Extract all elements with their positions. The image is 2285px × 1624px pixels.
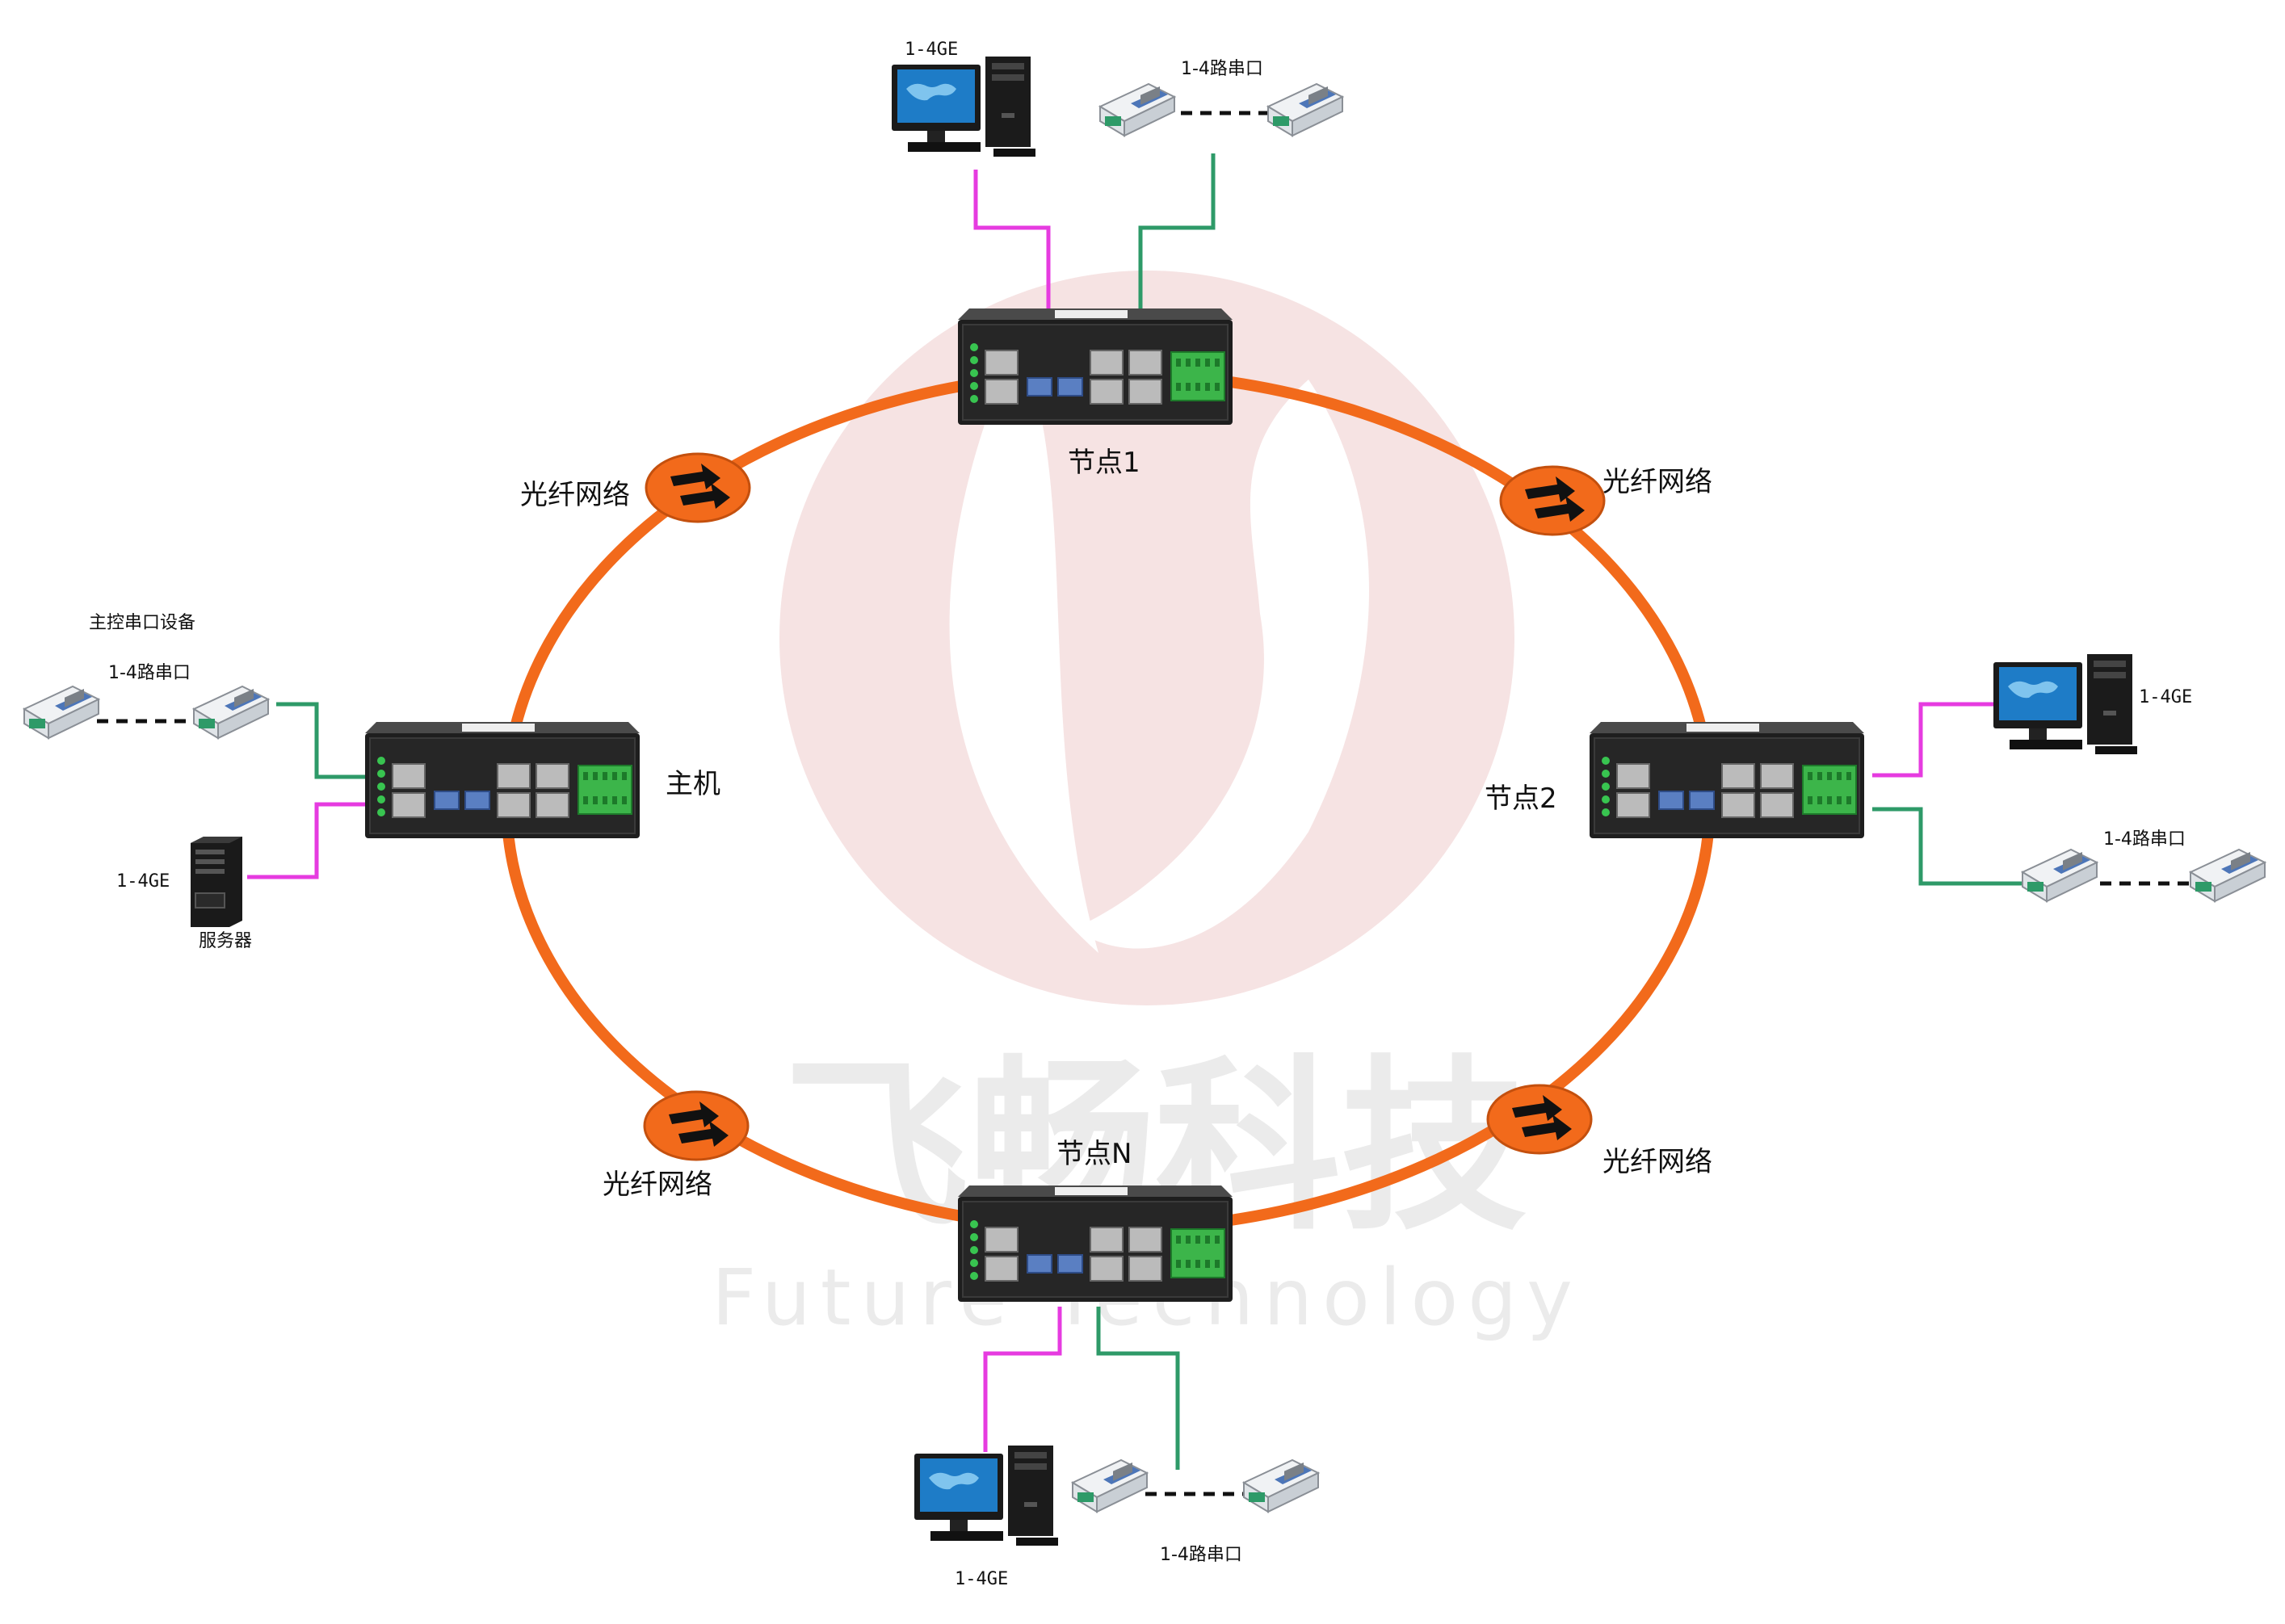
nodeN-label: 节点N: [1056, 1138, 1132, 1170]
serial-converter-icon-host-b: [193, 686, 269, 739]
node2-label: 节点2: [1485, 783, 1557, 815]
fiber-arrows-icon-top-left: [645, 452, 751, 523]
nodeN-ge-label: 1-4GE: [955, 1569, 1008, 1589]
host-serial-link: [276, 702, 365, 779]
fiber-arrows-icon-top-right: [1499, 465, 1606, 536]
host-ethernet-link: [247, 802, 365, 879]
node1-serial-label: 1-4路串口: [1181, 59, 1263, 79]
fiber-label-top-left: 光纤网络: [520, 479, 630, 511]
server-icon: [190, 836, 243, 928]
node2-ge-label: 1-4GE: [2139, 687, 2192, 707]
host-serial-title: 主控串口设备: [89, 613, 195, 633]
fiber-arrows-icon-bottom-left: [643, 1090, 750, 1161]
serial-converter-icon-host-a: [23, 686, 99, 739]
computer-icon-node1: [892, 57, 1035, 157]
switch-device-icon-host[interactable]: [364, 721, 641, 839]
computer-icon-nodeN: [914, 1446, 1058, 1546]
fiber-label-bottom-right: 光纤网络: [1602, 1146, 1712, 1178]
switch-device-icon-node1[interactable]: [957, 308, 1233, 426]
node1-label: 节点1: [1068, 447, 1140, 479]
computer-icon-node2: [1993, 654, 2137, 754]
node1-ge-label: 1-4GE: [905, 40, 958, 60]
nodeN-ethernet-link: [983, 1307, 1062, 1452]
node2-serial-label: 1-4路串口: [2103, 829, 2186, 850]
fiber-label-top-right: 光纤网络: [1602, 466, 1712, 498]
serial-converter-icon-node1-b: [1267, 83, 1343, 136]
host-label: 主机: [666, 768, 720, 800]
switch-device-icon-nodeN[interactable]: [957, 1185, 1233, 1303]
node1-serial-link: [1138, 153, 1216, 313]
switch-device-icon-node2[interactable]: [1589, 721, 1865, 839]
serial-converter-icon-node1-a: [1099, 83, 1175, 136]
serial-converter-icon-node2-a: [2022, 849, 2098, 902]
watermark-logo: [779, 271, 1514, 1005]
serial-converter-icon-nodeN-b: [1243, 1459, 1319, 1513]
nodeN-serial-link: [1096, 1307, 1180, 1470]
node2-serial-link: [1872, 807, 2027, 886]
host-ge-label: 1-4GE: [116, 871, 170, 892]
nodeN-serial-label: 1-4路串口: [1160, 1545, 1242, 1565]
node1-ethernet-link: [973, 170, 1051, 313]
fiber-label-bottom-left: 光纤网络: [603, 1169, 712, 1201]
fiber-arrows-icon-bottom-right: [1486, 1084, 1593, 1155]
node2-ethernet-link: [1872, 702, 1993, 778]
serial-converter-icon-node2-b: [2190, 849, 2266, 902]
host-serial-label: 1-4路串口: [108, 663, 191, 683]
host-server-label: 服务器: [199, 931, 252, 951]
serial-converter-icon-nodeN-a: [1072, 1459, 1148, 1513]
